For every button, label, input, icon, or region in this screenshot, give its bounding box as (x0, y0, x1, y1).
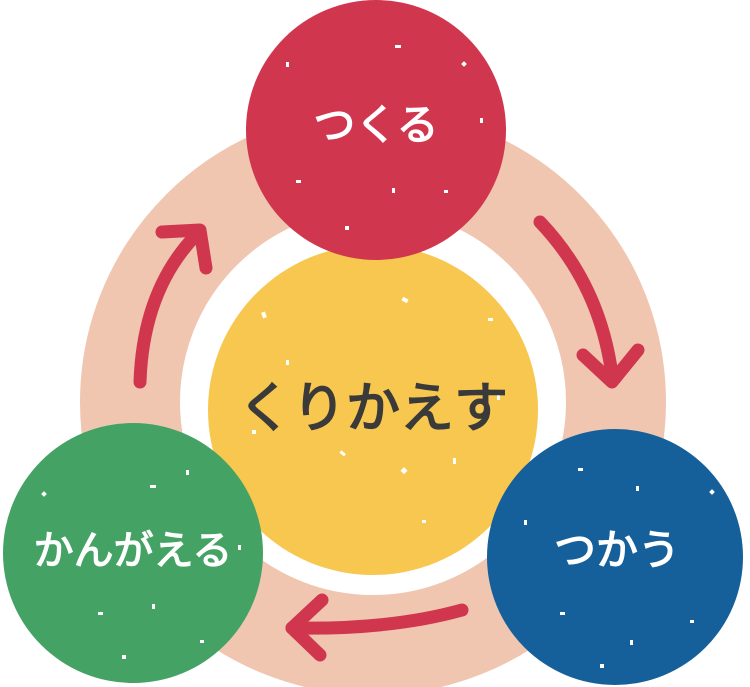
arrow-think-to-make (133, 223, 213, 389)
node-think-label: かんがえる (34, 528, 233, 574)
node-make-label: つくる (313, 101, 438, 150)
node-use-speckles (524, 468, 715, 668)
node-make-circle (246, 0, 506, 260)
center-circle (208, 245, 538, 575)
node-use-label: つかう (554, 526, 680, 575)
center-label: くりかえす (238, 377, 508, 440)
center-speckles (252, 296, 500, 523)
arrow-make-to-use (533, 215, 645, 389)
node-think-circle (3, 423, 263, 683)
arrow-use-to-think (285, 593, 469, 662)
node-use-circle (487, 429, 743, 685)
